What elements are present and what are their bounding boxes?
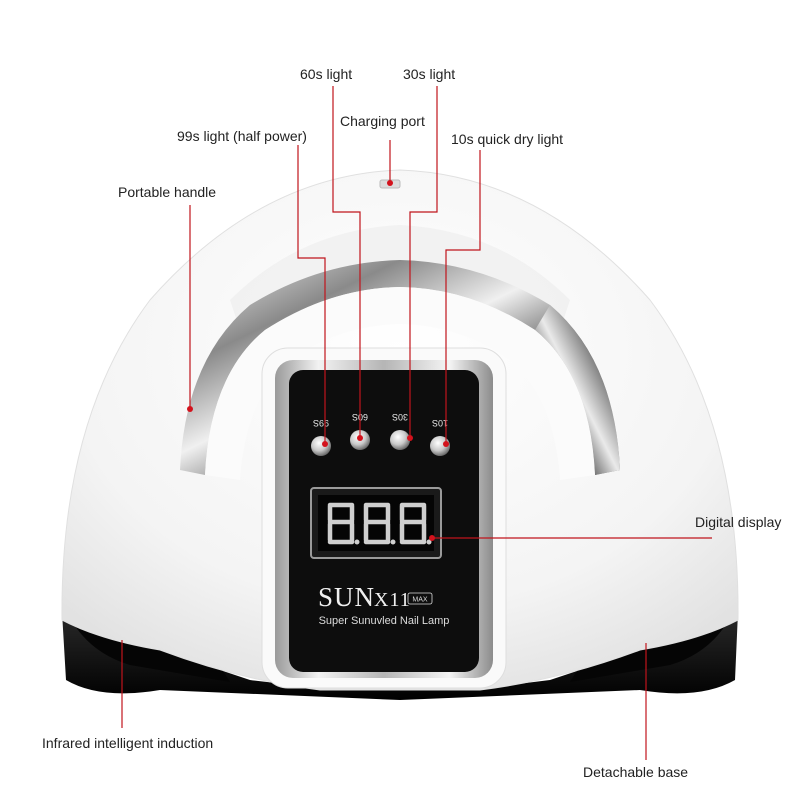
model-tag-box (407, 592, 433, 605)
button-10s-label: 10S (432, 418, 448, 428)
model-name: X11 (374, 589, 411, 611)
body-recess (230, 225, 570, 330)
portable-handle (180, 260, 620, 475)
model-tag: MAX (412, 597, 428, 604)
button-30s[interactable]: 30S (390, 412, 410, 450)
leader-99s (297, 145, 326, 444)
label-infrared-induction: Infrared intelligent induction (42, 735, 214, 751)
label-10s-light: 10s quick dry light (451, 131, 564, 147)
display-digit-2 (363, 502, 396, 545)
handle-grip (205, 287, 595, 480)
leader-60s (332, 86, 361, 438)
handle-right-chrome (535, 305, 620, 475)
label-99s-light: 99s light (half power) (177, 128, 307, 144)
button-10s[interactable]: 10S (430, 418, 450, 456)
leader-30s (409, 86, 438, 438)
leader-lines (121, 86, 712, 760)
brand-name: SUN (318, 582, 375, 612)
label-digital-display: Digital display (695, 514, 782, 530)
display-digit-3 (399, 502, 432, 545)
display-digit-1 (327, 502, 360, 545)
panel-buttons: 99S 60S 30S 10S (311, 412, 450, 456)
brand-subtitle: Super Sunuvled Nail Lamp (319, 615, 450, 627)
button-30s-label: 30S (392, 412, 408, 422)
display-digits (327, 502, 432, 545)
label-charging-port: Charging port (340, 113, 425, 129)
button-99s[interactable]: 99S (311, 418, 331, 456)
detachable-base (62, 612, 738, 700)
label-30s-light: 30s light (403, 66, 456, 82)
button-99s-label: 99S (313, 418, 329, 428)
label-portable-handle: Portable handle (118, 184, 217, 200)
leader-10s (445, 150, 481, 444)
label-detachable-base: Detachable base (583, 764, 689, 780)
label-60s-light: 60s light (300, 66, 353, 82)
